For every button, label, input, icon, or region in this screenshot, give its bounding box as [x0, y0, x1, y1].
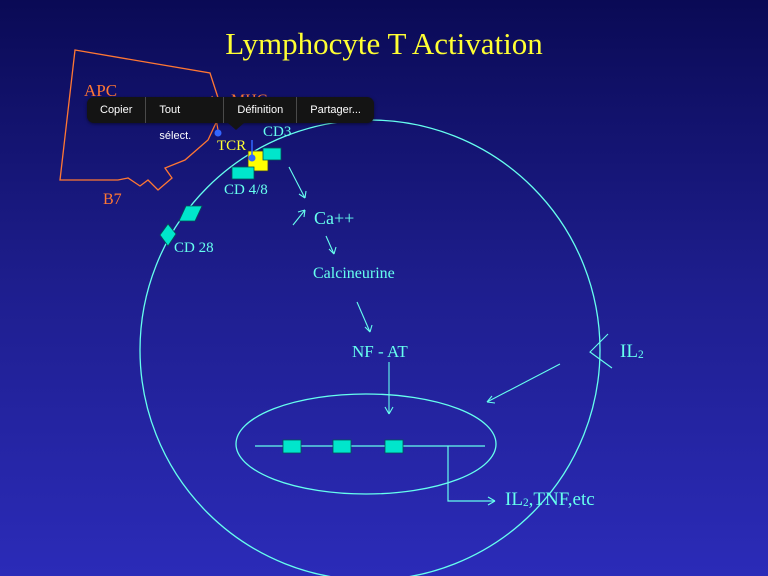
- context-menu-share[interactable]: Partager...: [310, 104, 361, 116]
- slide-title: Lymphocyte T Activation: [225, 26, 543, 61]
- output-label-main: IL: [505, 489, 523, 510]
- gene-box: [282, 439, 302, 454]
- il2-label: IL2: [620, 342, 644, 362]
- nfat-label: NF - AT: [352, 342, 408, 361]
- gene-box: [384, 439, 404, 454]
- b7-label: B7: [103, 191, 122, 208]
- output-label: IL2,TNF,etc: [505, 490, 595, 510]
- cd28-receptor-lower: [159, 223, 177, 247]
- context-menu-definition[interactable]: Définition: [224, 97, 298, 123]
- mhc-marker: [214, 129, 222, 137]
- text-context-menu: Copier Tout sélect. Définition Partager.…: [87, 97, 374, 142]
- gene-box: [332, 439, 352, 454]
- output-label-rest: ,TNF,etc: [528, 489, 595, 510]
- cd28-receptor-upper: [178, 205, 203, 222]
- cd3-receptor: [262, 147, 282, 161]
- output-bracket: [447, 446, 495, 502]
- cd28-label: CD 28: [174, 240, 214, 256]
- tcr-marker: [248, 154, 256, 162]
- context-menu-select-all[interactable]: Tout sélect.: [146, 97, 225, 142]
- il2-label-main: IL: [620, 341, 638, 362]
- calcium-label: Ca++: [314, 208, 355, 228]
- nucleus-outline: [235, 393, 497, 495]
- output-label-subscript: 2: [522, 497, 529, 510]
- context-menu-copy[interactable]: Copier: [87, 97, 147, 123]
- pathway-arrows: [288, 166, 613, 415]
- calcineurine-label: Calcineurine: [313, 265, 395, 282]
- context-menu-pointer: [228, 123, 244, 130]
- cd48-receptor: [231, 166, 255, 180]
- output-arrowhead: [487, 496, 496, 506]
- il2-label-subscript: 2: [637, 349, 644, 362]
- apc-label: APC: [84, 81, 118, 100]
- cd3-label: CD3: [263, 124, 292, 140]
- cd48-label: CD 4/8: [224, 182, 268, 198]
- tcr-label: TCR: [217, 138, 247, 154]
